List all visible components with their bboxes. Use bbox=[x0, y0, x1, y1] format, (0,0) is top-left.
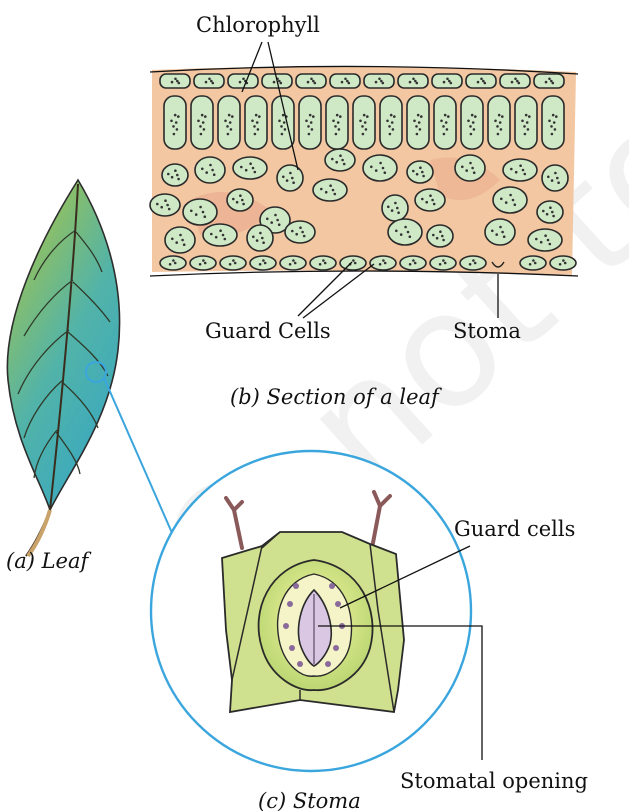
lower-epidermis-cell bbox=[220, 256, 246, 270]
label-stomatal-opening: Stomatal opening bbox=[400, 769, 588, 793]
epidermis-cell bbox=[296, 74, 326, 88]
spongy-cell bbox=[313, 179, 347, 201]
label-guard-cells-detail: Guard cells bbox=[454, 517, 575, 541]
spongy-cell bbox=[195, 157, 225, 183]
caption-section: (b) Section of a leaf bbox=[230, 385, 442, 409]
spongy-cell bbox=[485, 219, 515, 245]
spongy-cell bbox=[277, 165, 303, 191]
spongy-cell bbox=[247, 225, 273, 251]
lower-epidermis-cell bbox=[340, 256, 366, 270]
spongy-cell bbox=[363, 155, 397, 181]
epidermis-cell bbox=[534, 74, 564, 88]
spongy-cell bbox=[493, 187, 527, 213]
palisade-cells bbox=[164, 96, 564, 149]
lower-epidermis-cell bbox=[400, 256, 426, 270]
spongy-cell bbox=[162, 164, 188, 186]
lower-epidermis-cell bbox=[370, 256, 396, 270]
epidermis-cell bbox=[466, 74, 496, 88]
epidermis-cell bbox=[160, 74, 190, 88]
spongy-cell bbox=[203, 224, 237, 246]
spongy-cell bbox=[503, 159, 537, 181]
spongy-cell bbox=[325, 149, 355, 171]
leaf-illustration bbox=[7, 180, 119, 556]
spongy-cell bbox=[285, 221, 315, 243]
leaf-section-illustration bbox=[150, 66, 578, 276]
spongy-cell bbox=[382, 195, 408, 221]
chloroplast bbox=[333, 645, 339, 651]
spongy-cell bbox=[233, 157, 267, 179]
epidermis-cell bbox=[364, 74, 394, 88]
epidermis-cell bbox=[228, 74, 258, 88]
spongy-cell bbox=[165, 227, 195, 253]
lower-epidermis-cell bbox=[160, 256, 186, 270]
epidermis-cell bbox=[330, 74, 360, 88]
lower-epidermis-cell bbox=[430, 256, 456, 270]
spongy-cell bbox=[427, 225, 453, 247]
label-stoma-section: Stoma bbox=[453, 319, 521, 343]
lower-epidermis-cell bbox=[250, 256, 276, 270]
lower-epidermis-cell bbox=[550, 256, 576, 270]
spongy-cell bbox=[528, 229, 562, 251]
chloroplast bbox=[329, 583, 335, 589]
leaf-blade bbox=[7, 180, 119, 510]
lower-epidermis-cell bbox=[190, 256, 216, 270]
lower-epidermis-cell bbox=[520, 256, 546, 270]
spongy-cell bbox=[407, 161, 433, 183]
chloroplast bbox=[335, 601, 341, 607]
chloroplast bbox=[289, 645, 295, 651]
lower-epidermis-cell bbox=[310, 256, 336, 270]
epidermis-cell bbox=[432, 74, 462, 88]
spongy-cell bbox=[183, 199, 217, 225]
spongy-cell bbox=[537, 201, 563, 223]
spongy-cell bbox=[415, 189, 445, 211]
spongy-cell bbox=[150, 194, 180, 216]
lower-epidermis-cell bbox=[460, 256, 486, 270]
spongy-cell bbox=[227, 189, 253, 211]
label-guard-cells-section: Guard Cells bbox=[205, 319, 331, 343]
chloroplast bbox=[287, 601, 293, 607]
label-chlorophyll: Chlorophyll bbox=[196, 13, 320, 37]
spongy-cell bbox=[455, 155, 485, 181]
spongy-cell bbox=[542, 165, 568, 191]
spongy-cell bbox=[388, 219, 422, 245]
lower-epidermis-cell bbox=[280, 256, 306, 270]
epidermis-cell bbox=[500, 74, 530, 88]
chloroplast bbox=[283, 623, 289, 629]
chloroplast bbox=[293, 583, 299, 589]
caption-leaf: (a) Leaf bbox=[6, 549, 91, 573]
epidermis-cell bbox=[398, 74, 428, 88]
caption-stoma: (c) Stoma bbox=[258, 789, 361, 811]
epidermis-cell bbox=[194, 74, 224, 88]
chloroplast bbox=[325, 661, 331, 667]
chloroplast bbox=[297, 661, 303, 667]
